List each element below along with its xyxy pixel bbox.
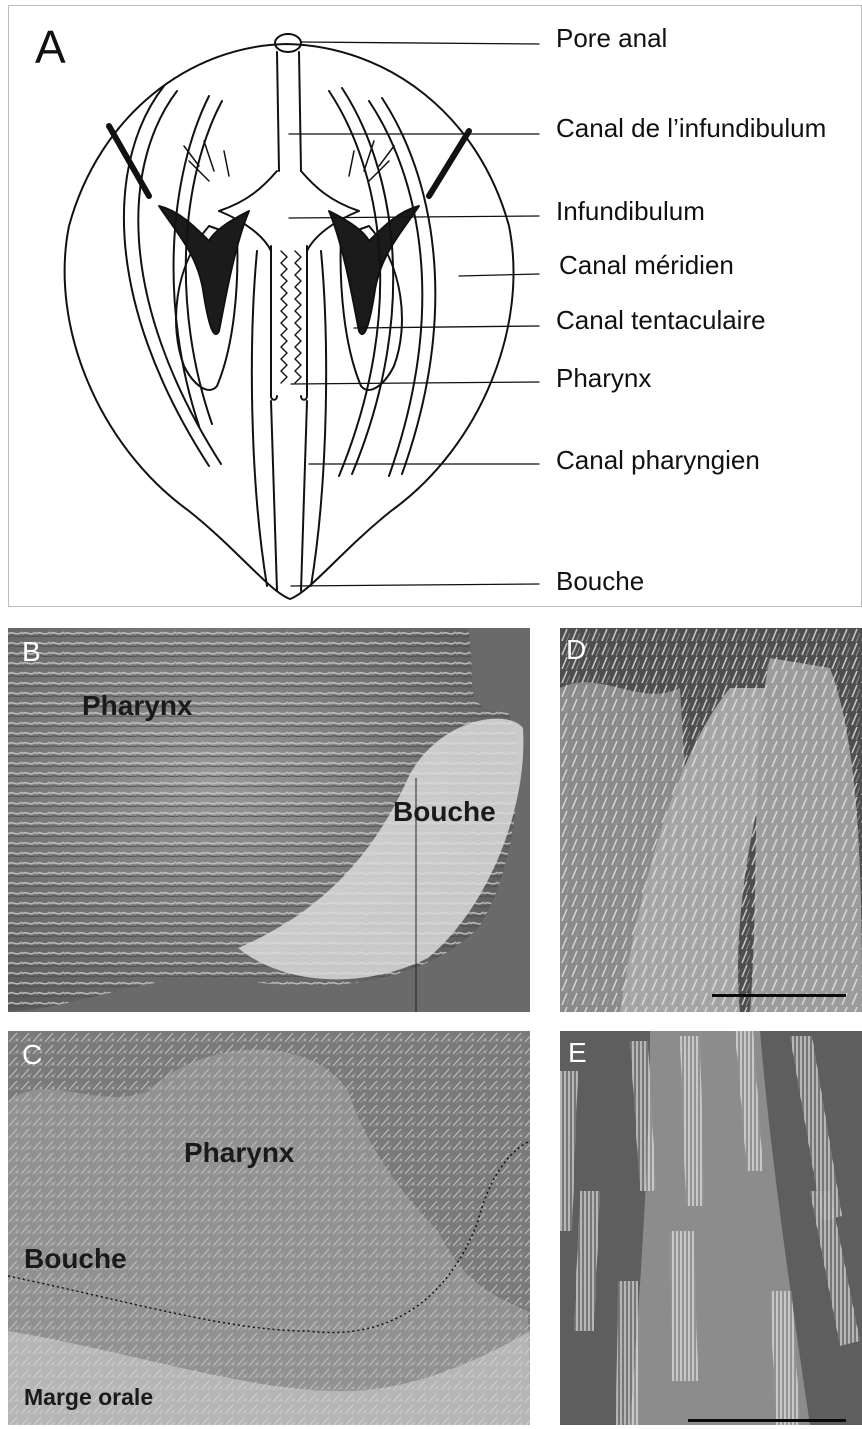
- panel-letter-e: E: [568, 1037, 587, 1069]
- panel-letter-d: D: [566, 634, 586, 666]
- sem-e-texture: [560, 1031, 862, 1425]
- label-pharynx: Pharynx: [556, 363, 651, 394]
- label-canal-infundibulum: Canal de l’infundibulum: [556, 113, 826, 144]
- panel-letter-b: B: [22, 636, 41, 668]
- leader-canal-meridien: [459, 274, 539, 276]
- pharyngeal-canal-right: [301, 251, 326, 591]
- meridional-canals: [124, 86, 435, 476]
- label-pore-anal: Pore anal: [556, 23, 667, 54]
- leader-pore-anal: [301, 42, 539, 44]
- label-b-pharynx: Pharynx: [82, 690, 193, 722]
- label-c-marge-orale: Marge orale: [24, 1384, 153, 1411]
- pharyngeal-canal-left: [252, 251, 277, 591]
- panel-d-sem: D: [560, 628, 862, 1012]
- panel-b-sem: B Pharynx Bouche: [8, 628, 530, 1012]
- label-b-bouche: Bouche: [393, 796, 496, 828]
- panel-c-sem: C Pharynx Bouche Marge orale: [8, 1031, 530, 1425]
- panel-e-sem: E: [560, 1031, 862, 1425]
- label-canal-pharyngien: Canal pharyngien: [556, 445, 760, 476]
- label-bouche: Bouche: [556, 566, 644, 597]
- label-c-pharynx: Pharynx: [184, 1137, 295, 1169]
- leader-canal-tentaculaire: [354, 326, 539, 328]
- tentacle-base-right: [429, 131, 469, 196]
- label-canal-meridien: Canal méridien: [559, 250, 734, 281]
- panel-letter-c: C: [22, 1039, 42, 1071]
- sem-c-texture: [8, 1031, 530, 1425]
- body-outline: [65, 44, 514, 599]
- tentacle-sheath-left: [159, 206, 249, 334]
- anal-pore: [275, 34, 301, 52]
- infundibular-canal: [277, 52, 301, 171]
- leader-bouche: [291, 584, 539, 586]
- panel-a-diagram: A: [8, 5, 862, 607]
- label-infundibulum: Infundibulum: [556, 196, 705, 227]
- label-c-bouche: Bouche: [24, 1243, 127, 1275]
- pharynx-folds: [281, 251, 301, 383]
- scale-bar-d: [712, 994, 846, 997]
- label-canal-tentaculaire: Canal tentaculaire: [556, 305, 766, 336]
- scale-bar-e: [688, 1419, 846, 1422]
- tentacle-sheath-right: [329, 206, 419, 334]
- sem-d-texture: [560, 628, 862, 1012]
